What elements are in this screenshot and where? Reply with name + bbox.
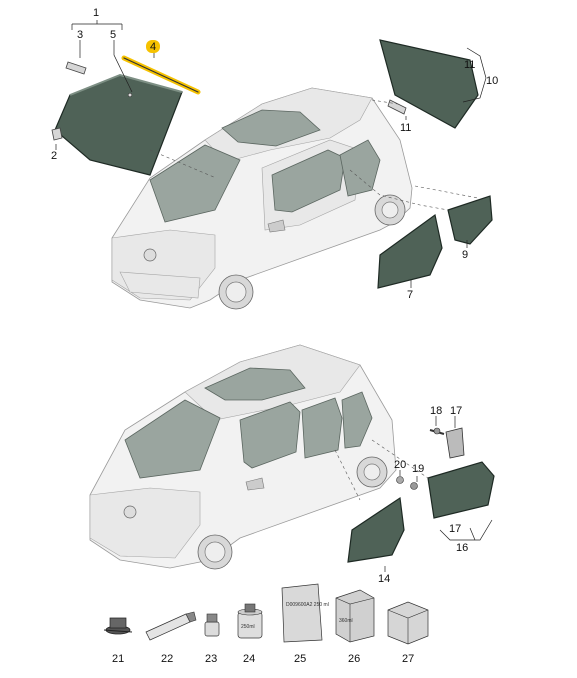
nut-19 — [410, 482, 418, 490]
quarter-glass-9 — [447, 195, 493, 245]
callout-21: 21 — [112, 653, 124, 665]
clip-part-3 — [65, 61, 87, 75]
sunroof-lower — [204, 367, 306, 401]
callout-17-top: 17 — [450, 405, 462, 417]
door-glass-14 — [347, 496, 405, 563]
callout-22: 22 — [161, 653, 173, 665]
clip-part-11 — [387, 99, 407, 115]
cleaner-can-24: 250ml — [237, 603, 263, 639]
callout-9: 9 — [462, 249, 468, 261]
screw-18 — [433, 427, 441, 435]
callout-1: 1 — [93, 7, 99, 19]
glue-box-26: 360ml — [335, 589, 375, 643]
callout-7: 7 — [407, 289, 413, 301]
callout-10: 10 — [486, 75, 498, 87]
bag-label: D009600A2 250 ml — [286, 602, 329, 608]
vw-logo — [143, 248, 157, 262]
sensor-part-5 — [127, 92, 133, 98]
callout-25: 25 — [294, 653, 306, 665]
box-label: 360ml — [339, 618, 353, 624]
callout-4-highlight — [146, 40, 160, 53]
repair-kit-bag-25: D009600A2 250 ml — [281, 583, 329, 643]
callout-5: 5 — [110, 29, 116, 41]
can-label: 250ml — [241, 624, 255, 630]
callout-16: 16 — [456, 542, 468, 554]
callout-18: 18 — [430, 405, 442, 417]
rear-window-glass — [379, 39, 479, 129]
callout-27: 27 — [402, 653, 414, 665]
door-glass-7 — [377, 213, 443, 289]
windshield-glass — [54, 74, 183, 176]
callout-2: 2 — [51, 150, 57, 162]
kit-box-27 — [387, 601, 429, 645]
callout-11-top: 11 — [464, 59, 475, 71]
callout-19: 19 — [412, 463, 424, 475]
rear-door-glass-16 — [427, 461, 495, 519]
callout-24: 24 — [243, 653, 255, 665]
washer-20 — [396, 476, 404, 484]
callout-3: 3 — [77, 29, 83, 41]
callout-26: 26 — [348, 653, 360, 665]
adhesive-tube-22 — [145, 611, 197, 641]
callout-4: 4 — [150, 41, 156, 53]
primer-bottle-23 — [204, 613, 220, 637]
sunroof — [221, 109, 321, 147]
windshield-on-car-lower — [124, 399, 221, 479]
clip-part-2 — [51, 127, 63, 141]
callout-20: 20 — [394, 459, 406, 471]
bracket-17 — [445, 427, 465, 459]
car-three-door — [111, 87, 413, 310]
callout-17-bottom: 17 — [449, 523, 461, 535]
car-five-door — [89, 344, 397, 570]
windshield-on-car — [149, 144, 241, 223]
callout-23: 23 — [205, 653, 217, 665]
roller-part-21 — [103, 617, 133, 635]
mirror — [267, 219, 286, 233]
callout-11-bottom: 11 — [400, 122, 411, 134]
callout-14: 14 — [378, 573, 390, 585]
